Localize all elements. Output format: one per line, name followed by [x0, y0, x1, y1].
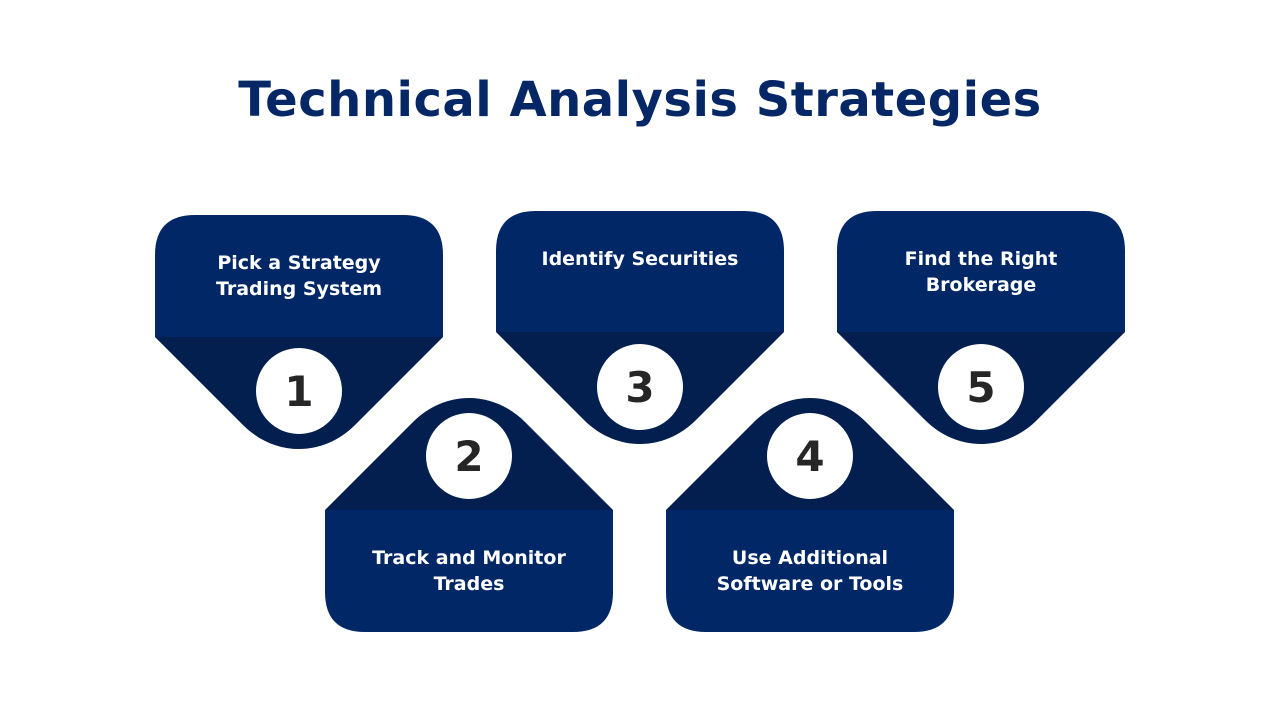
step-label: Find the Right Brokerage — [904, 248, 1058, 296]
step-number: 2 — [426, 413, 512, 499]
step-number: 1 — [256, 348, 342, 434]
step-label: Identify Securities — [541, 248, 739, 270]
step-label: Pick a Strategy Trading System — [215, 252, 383, 300]
step-number: 5 — [938, 344, 1024, 430]
page-title: Technical Analysis Strategies — [238, 72, 1042, 128]
step-card-2: 2 Track and Monitor Trades — [325, 397, 613, 632]
step-label: Track and Monitor Trades — [372, 547, 566, 595]
step-card-1: Pick a Strategy Trading System 1 — [155, 215, 443, 450]
step-card-5: Find the Right Brokerage 5 — [837, 211, 1125, 446]
step-card-4: 4 Use Additional Software or Tools — [666, 397, 954, 632]
step-label: Use Additional Software or Tools — [716, 547, 904, 595]
step-number: 3 — [597, 344, 683, 430]
step-number: 4 — [767, 413, 853, 499]
step-card-3: Identify Securities 3 — [496, 211, 784, 446]
